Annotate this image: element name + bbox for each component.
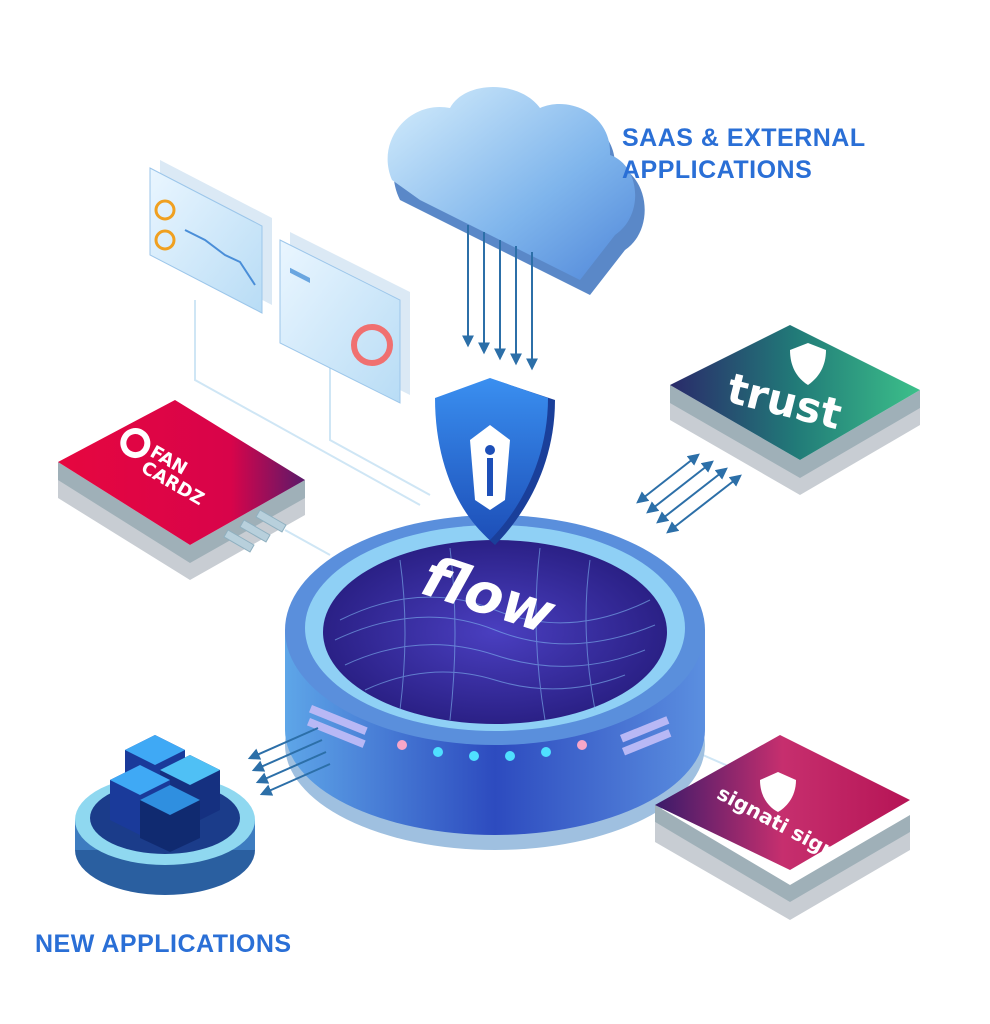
flow-hub: flow — [285, 515, 705, 850]
saas-label-line1: SAAS & EXTERNAL — [622, 124, 866, 152]
signati-sign-tile: signati sign — [655, 735, 910, 920]
cube-stack-icon — [110, 735, 220, 852]
trust-arrows — [636, 453, 742, 534]
cloud-arrows — [462, 225, 538, 371]
dashboard-screen-2 — [279, 232, 410, 404]
signati-shield-icon — [760, 772, 796, 812]
trust-tile: trust — [670, 325, 920, 495]
shield-icon — [435, 378, 555, 545]
saas-label-line2: APPLICATIONS — [622, 156, 812, 184]
new-apps-platform — [75, 735, 255, 895]
fancardz-tile: FAN CARDZ — [58, 400, 305, 580]
dashboard-screen-1 — [149, 160, 272, 314]
trust-shield-icon — [790, 343, 826, 385]
cloud-icon — [387, 87, 645, 295]
new-apps-arrows — [247, 727, 331, 796]
new-apps-label: NEW APPLICATIONS — [35, 930, 292, 958]
hub-status-lights — [397, 740, 587, 761]
